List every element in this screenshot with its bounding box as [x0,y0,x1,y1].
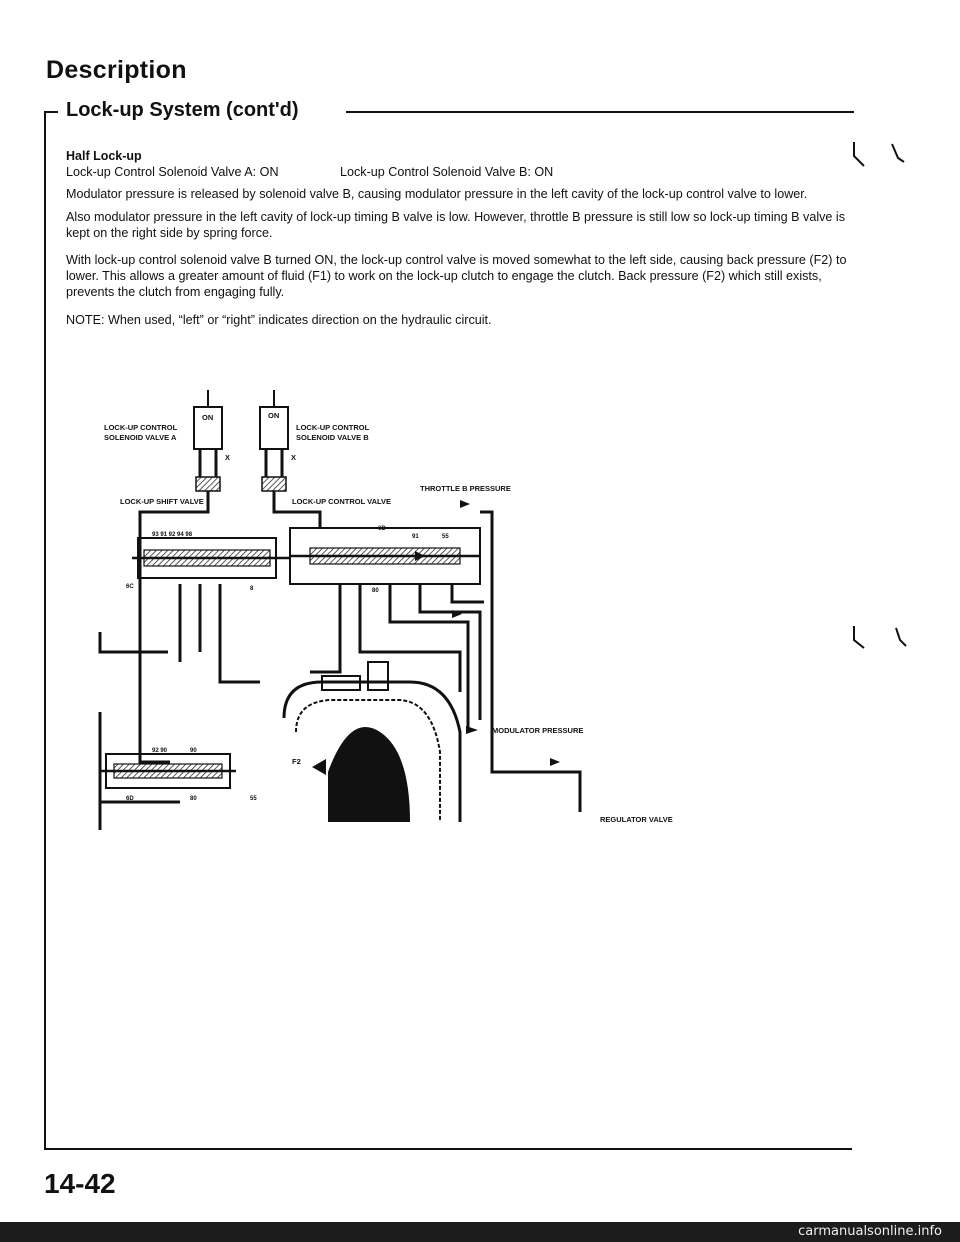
throttle-b-label: THROTTLE B PRESSURE [420,484,511,493]
hydraulic-circuit-diagram: ON X LOCK-UP CONTROL SOLENOID VALVE A ON… [98,390,673,830]
note: NOTE: When used, “left” or “right” indic… [66,312,492,327]
solenoid-b-label-1: LOCK-UP CONTROL [296,423,370,432]
pressure-arrow-icon [452,610,462,618]
port-label-1: 6D [378,526,386,532]
paragraph-3: With lock-up control solenoid valve B tu… [66,253,847,300]
port-label-9: 6D [126,796,134,802]
regulator-arrow-icon [550,758,560,766]
port-label-11: 80 [190,796,197,802]
paragraph-1: Modulator pressure is released by soleno… [66,187,808,202]
hydraulic-lines [98,491,582,830]
timing-b-valve-body [100,753,236,789]
solenoid-b-label-2: SOLENOID VALVE B [296,433,369,442]
port-label-0: 93 91 92 94 98 [152,532,193,538]
page-number: 14-42 [44,1168,116,1199]
modulator-label: MODULATOR PRESSURE [492,726,583,735]
f1-arrow-icon [338,784,352,800]
f2-arrow-icon [312,759,326,775]
port-label-7: 92 90 [152,748,168,754]
solenoid-valve-a [193,390,223,492]
page-title: Description [46,56,187,84]
solenoid-b-state: ON [268,411,279,420]
port-label-4: 6C [126,584,134,590]
heading-rule-trail [346,111,854,113]
port-label-5: 8 [250,586,254,592]
port-label-3: 55 [442,534,449,540]
heading-rule-lead [44,111,58,113]
port-label-2: 91 [412,534,419,540]
solenoid-a-state: ON [202,413,213,422]
port-label-8: 90 [190,748,197,754]
throttle-arrow-icon [460,500,470,508]
paragraph-2: Also modulator pressure in the left cavi… [66,209,846,240]
section-heading: Lock-up System (cont'd) [44,99,854,811]
regulator-label: REGULATOR VALVE [600,815,673,824]
solenoid-b-exhaust: X [291,453,296,462]
solenoid-valve-b [259,390,289,492]
section-frame-line-lower [44,800,46,1150]
section-subtitle: Lock-up System (cont'd) [66,99,299,121]
footer-watermark: carmanualsonline.info [798,1224,942,1239]
solenoid-a-label-2: SOLENOID VALVE A [104,433,177,442]
binding-marks [853,142,907,649]
description-text: Half Lock-up Lock-up Control Solenoid Va… [66,148,856,328]
shift-valve-label: LOCK-UP SHIFT VALVE [120,497,204,506]
section-frame-line [44,111,46,811]
shift-valve-body [132,537,290,579]
footer-bar [0,1222,960,1242]
valve-a-status: Lock-up Control Solenoid Valve A: ON [66,165,279,180]
solenoid-a-exhaust: X [225,453,230,462]
torque-converter [282,661,462,822]
solenoid-a-label-1: LOCK-UP CONTROL [104,423,178,432]
modulator-arrow-icon [466,726,478,734]
port-label-10: 55 [250,796,257,802]
footer-rule [44,1148,852,1150]
port-label-6: 80 [372,588,379,594]
force-f1-label: F1 [360,747,369,756]
control-valve-label: LOCK-UP CONTROL VALVE [292,497,391,506]
control-valve-body [289,527,481,585]
text-heading: Half Lock-up [66,149,142,163]
valve-status-line: Lock-up Control Solenoid Valve A: ON Lock… [66,164,856,180]
valve-b-status: Lock-up Control Solenoid Valve B: ON [340,165,554,180]
force-f2-label: F2 [292,757,301,766]
